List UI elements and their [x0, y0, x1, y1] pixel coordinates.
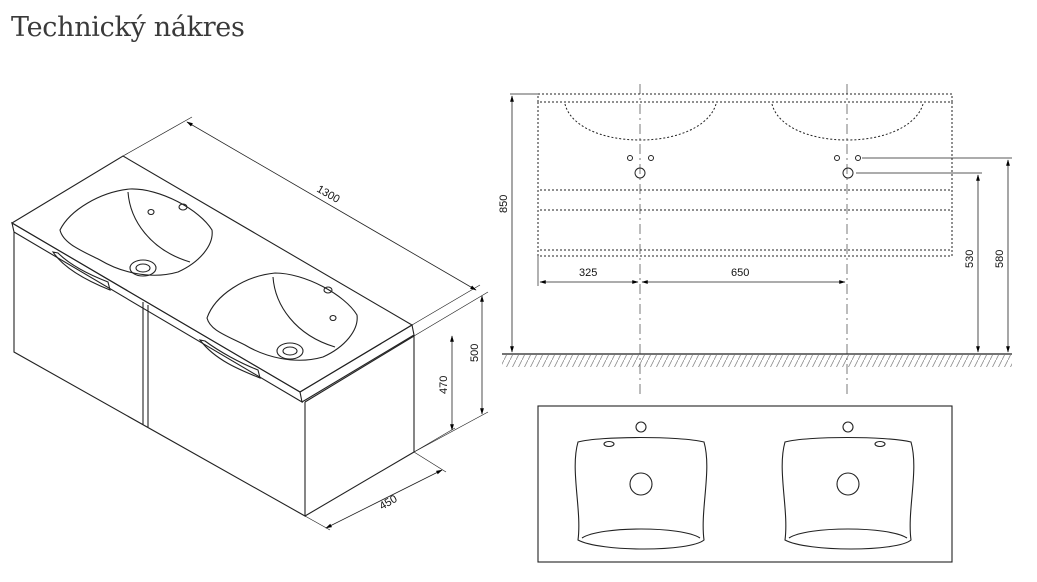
- countertop-top: [10, 155, 414, 393]
- dim-label-580: 580: [994, 250, 1006, 268]
- top-view-outline: [537, 405, 953, 563]
- dim-label-470: 470: [438, 376, 450, 394]
- top-view: [537, 405, 953, 563]
- dim-label-325: 325: [579, 267, 597, 279]
- dim-label-500: 500: [469, 344, 481, 362]
- perspective-view: [10, 116, 489, 531]
- countertop-right-edge: [299, 324, 415, 403]
- dim-label-450: 450: [378, 493, 400, 513]
- dim-line-1300: [186, 121, 477, 291]
- hidden-bowl-left: [564, 103, 717, 141]
- handle-left: [51, 251, 111, 291]
- hidden-bowl-right: [771, 103, 924, 141]
- dim-label-650: 650: [731, 267, 749, 279]
- counter-top: [537, 93, 953, 103]
- dim-label-850: 850: [498, 195, 510, 213]
- front-view: [502, 84, 1012, 396]
- floor-hatch: [502, 355, 1012, 367]
- top-basin-right: [781, 421, 915, 550]
- cabinet-front: [13, 232, 306, 517]
- top-basin-left: [574, 421, 708, 550]
- page-title: Technický nákres: [11, 12, 245, 43]
- dim-label-530: 530: [964, 250, 976, 268]
- handle-right: [198, 339, 261, 379]
- dim-label-1300: 1300: [315, 183, 342, 206]
- dim-line-450: [325, 469, 443, 529]
- cabinet-outline: [537, 102, 953, 257]
